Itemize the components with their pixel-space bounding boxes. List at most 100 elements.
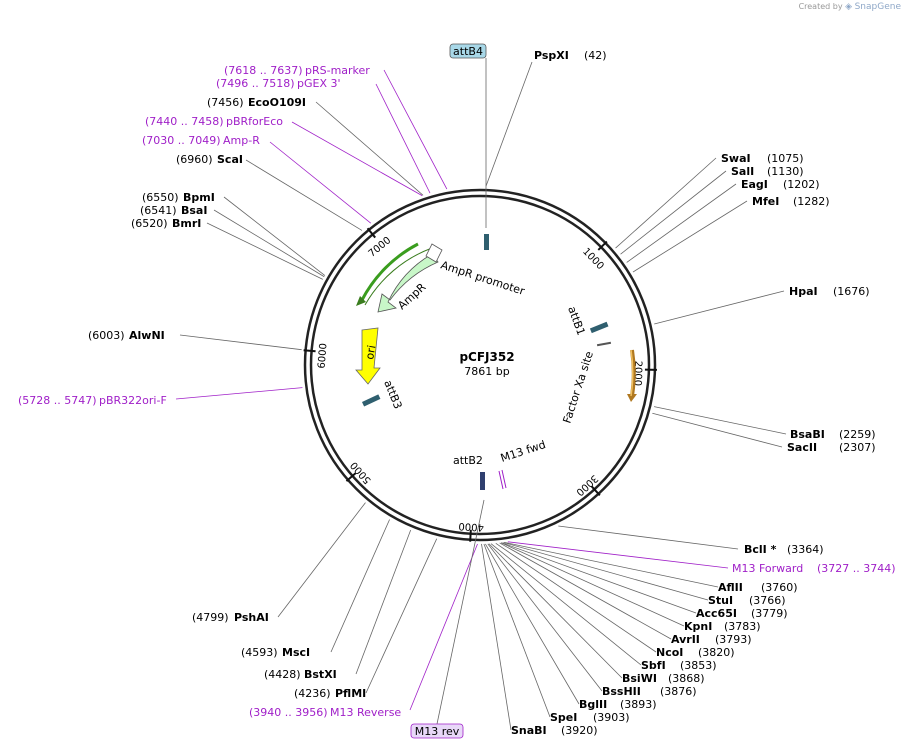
- ruler-tick-label: 2000: [632, 360, 644, 386]
- ruler-tick-label: 5000: [349, 459, 374, 485]
- enzyme-pos: (6960): [176, 153, 213, 166]
- m13-rev-label: M13 rev: [415, 725, 460, 738]
- enzyme-name[interactable]: StuI: [708, 594, 733, 607]
- leader-line: [383, 69, 448, 190]
- primer-range: (7618 .. 7637): [224, 64, 303, 77]
- enzyme-name[interactable]: SbfI: [641, 659, 666, 672]
- attB4-box[interactable]: attB4: [449, 43, 487, 59]
- leader-line: [355, 529, 412, 675]
- leader-line: [481, 543, 512, 731]
- enzyme-name[interactable]: MfeI: [752, 195, 779, 208]
- enzyme-pos: (3793): [715, 633, 752, 646]
- enzyme-name[interactable]: BclI *: [744, 543, 777, 556]
- enzyme-name[interactable]: Acc65I: [696, 607, 737, 620]
- enzyme-name[interactable]: AlwNI: [129, 329, 165, 342]
- enzyme-name[interactable]: SnaBI: [511, 724, 547, 737]
- enzyme-pos: (6541): [140, 204, 177, 217]
- snapgene-credit: Created by ◈ SnapGene: [799, 2, 901, 12]
- leader-line: [654, 290, 785, 325]
- enzyme-name[interactable]: HpaI: [789, 285, 818, 298]
- leader-lines: [175, 58, 787, 731]
- enzyme-name[interactable]: PspXI: [534, 49, 569, 62]
- leader-line: [620, 170, 727, 255]
- enzyme-name[interactable]: BstXI: [304, 668, 337, 681]
- enzyme-name[interactable]: ScaI: [217, 153, 243, 166]
- ruler-tick-label: 1000: [580, 246, 606, 272]
- primer-name[interactable]: pRS-marker: [305, 64, 370, 77]
- enzyme-pos: (4799): [192, 611, 229, 624]
- primer-range: (7030 .. 7049): [142, 134, 221, 147]
- enzyme-pos: (3893): [620, 698, 657, 711]
- enzyme-name[interactable]: BpmI: [183, 191, 215, 204]
- enzyme-name[interactable]: EcoO109I: [248, 96, 306, 109]
- ruler-tick: [469, 529, 472, 542]
- enzyme-pos: (6520): [131, 217, 168, 230]
- primer-name[interactable]: M13 Reverse: [330, 706, 401, 719]
- feature-factor-xa[interactable]: [627, 349, 637, 402]
- enzyme-name[interactable]: PflMI: [335, 687, 366, 700]
- leader-line: [485, 543, 580, 705]
- enzyme-name[interactable]: BglII: [579, 698, 607, 711]
- enzyme-pos: (3364): [787, 543, 824, 556]
- leader-line: [483, 543, 551, 718]
- m13-rev-box[interactable]: M13 rev: [410, 723, 464, 739]
- enzyme-name[interactable]: AflII: [718, 581, 743, 594]
- primer-range: (3940 .. 3956): [249, 706, 328, 719]
- enzyme-pos: (1075): [767, 152, 804, 165]
- ruler-tick: [345, 472, 357, 482]
- primer-name[interactable]: M13 Forward: [732, 562, 803, 575]
- label-attB3: attB3: [381, 378, 404, 411]
- leader-line: [291, 121, 423, 196]
- enzyme-name[interactable]: BsaBI: [790, 428, 825, 441]
- enzyme-name[interactable]: NcoI: [656, 646, 683, 659]
- enzyme-pos: (7456): [207, 96, 244, 109]
- leader-line: [501, 542, 697, 614]
- primer-range: (5728 .. 5747): [18, 394, 97, 407]
- enzyme-name[interactable]: KpnI: [684, 620, 712, 633]
- leader-line: [500, 542, 685, 627]
- ruler-tick-label: 6000: [317, 343, 330, 369]
- primer-range: (7440 .. 7458): [145, 115, 224, 128]
- backbone-inner: [309, 194, 651, 536]
- enzyme-pos: (3760): [761, 581, 798, 594]
- enzyme-name[interactable]: MscI: [282, 646, 310, 659]
- enzyme-name[interactable]: PshAI: [234, 611, 269, 624]
- leader-line: [654, 406, 787, 435]
- enzyme-pos: (1676): [833, 285, 870, 298]
- feature-ori[interactable]: [355, 327, 381, 385]
- feature-ampr-promoter[interactable]: [356, 242, 433, 306]
- enzyme-name[interactable]: EagI: [741, 178, 768, 191]
- enzyme-name[interactable]: BsaI: [181, 204, 207, 217]
- primer-name[interactable]: pGEX 3': [297, 77, 341, 90]
- leader-line: [558, 525, 739, 550]
- ruler-tick: [366, 227, 376, 239]
- enzyme-name[interactable]: SalI: [731, 165, 754, 178]
- enzyme-name[interactable]: BssHII: [602, 685, 641, 698]
- label-ampr-promoter: AmpR promoter: [439, 258, 527, 298]
- enzyme-pos: (4236): [294, 687, 331, 700]
- leader-line: [269, 141, 372, 224]
- enzyme-pos: (3868): [668, 672, 705, 685]
- credit-brand: SnapGene: [854, 2, 901, 12]
- enzyme-name[interactable]: SacII: [787, 441, 817, 454]
- enzyme-pos: (1202): [783, 178, 820, 191]
- enzyme-name[interactable]: AvrII: [671, 633, 700, 646]
- primer-name[interactable]: Amp-R: [223, 134, 260, 147]
- enzyme-name[interactable]: BmrI: [172, 217, 201, 230]
- enzyme-name[interactable]: SpeI: [550, 711, 577, 724]
- enzyme-pos: (1130): [767, 165, 804, 178]
- enzyme-pos: (42): [584, 49, 607, 62]
- backbone-outer: [303, 188, 657, 542]
- leader-line: [409, 543, 478, 711]
- enzyme-name[interactable]: BsiWI: [622, 672, 657, 685]
- label-attB2: attB2: [453, 454, 483, 467]
- feature-ampr[interactable]: [377, 243, 443, 313]
- leader-line: [652, 412, 783, 448]
- primer-name[interactable]: pBR322ori-F: [99, 394, 167, 407]
- credit-text: Created by: [798, 2, 843, 11]
- leader-line: [365, 538, 438, 694]
- enzyme-name[interactable]: SwaI: [721, 152, 751, 165]
- enzyme-pos: (2307): [839, 441, 876, 454]
- leader-line: [206, 222, 323, 280]
- primer-name[interactable]: pBRforEco: [226, 115, 283, 128]
